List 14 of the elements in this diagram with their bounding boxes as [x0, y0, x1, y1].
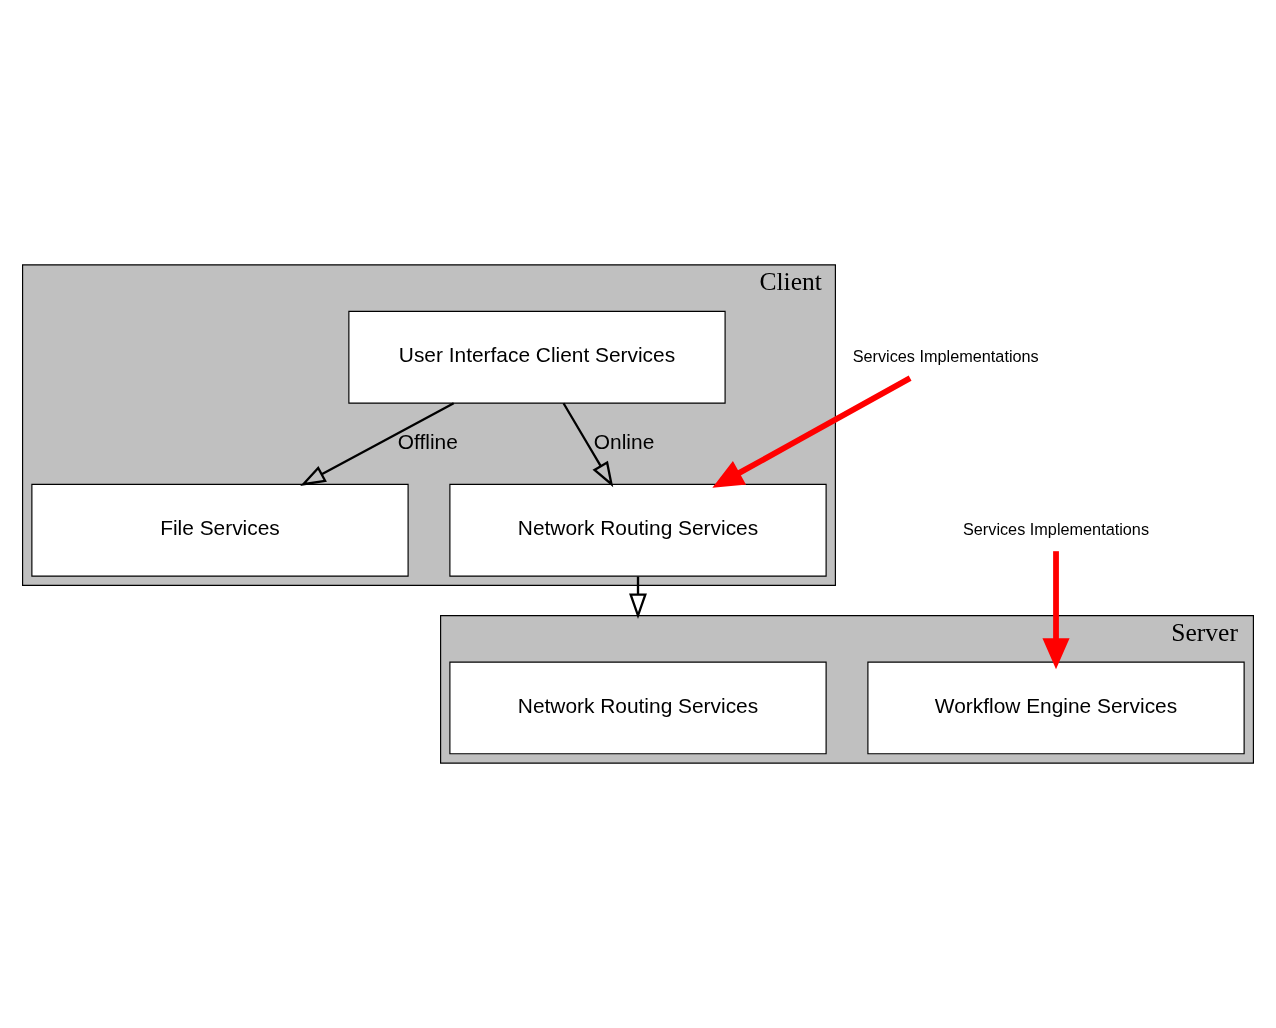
node-text: Services Implementations: [962, 519, 1150, 538]
arrow: [562, 402, 614, 488]
edge-label: Offline: [397, 429, 458, 453]
arrow: [629, 576, 647, 620]
node-box: Network Routing Services: [449, 661, 827, 755]
arrow: [712, 375, 912, 488]
node-box: Workflow Engine Services: [867, 661, 1245, 755]
node-text: Services Implementations: [852, 346, 1039, 365]
edge-label: Online: [593, 429, 655, 453]
node-box: User Interface Client Services: [348, 310, 726, 404]
node-box: File Services: [31, 483, 409, 577]
arrow: [300, 402, 455, 486]
arrow: [1042, 551, 1070, 670]
node-box: Network Routing Services: [449, 483, 827, 577]
